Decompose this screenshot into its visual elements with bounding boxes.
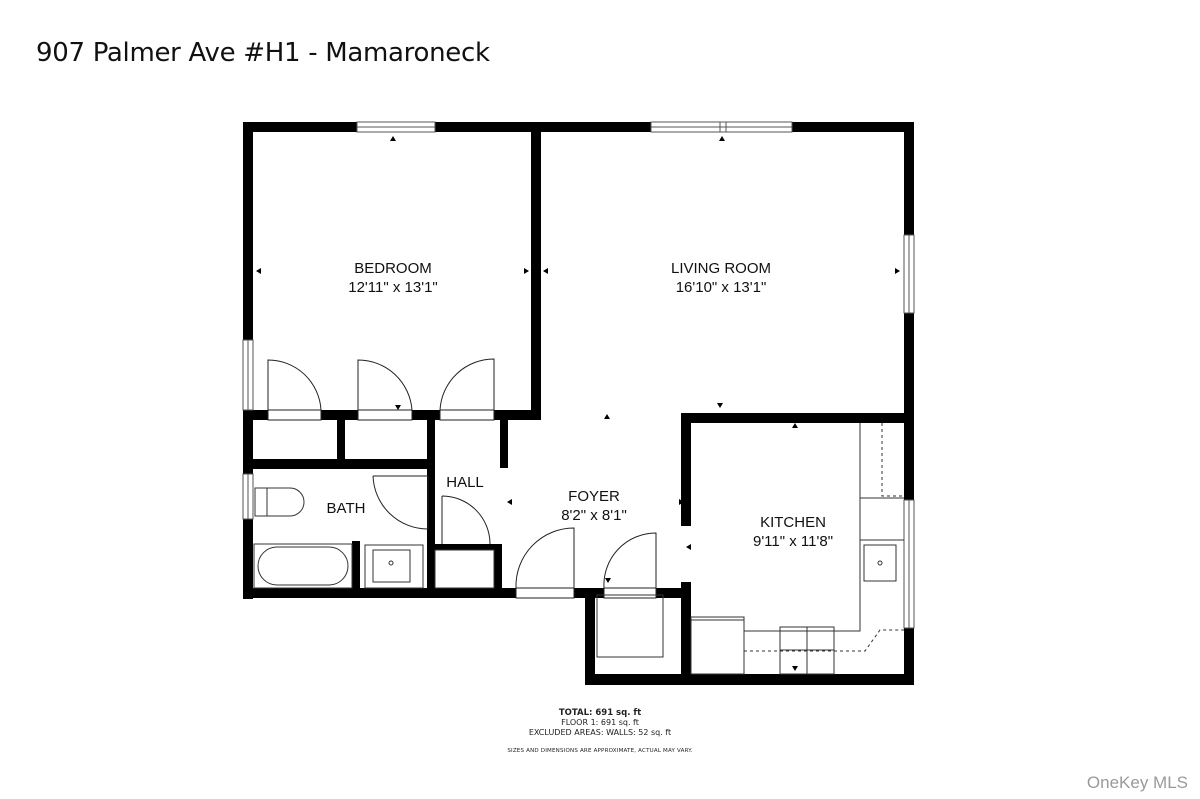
walls: [243, 122, 914, 685]
fixtures: [253, 423, 904, 675]
room-name: FOYER: [568, 488, 620, 505]
room-living-room: LIVING ROOM 16'10" x 13'1": [671, 259, 771, 297]
room-name: LIVING ROOM: [670, 260, 772, 277]
room-name: BEDROOM: [354, 260, 432, 277]
room-dims: 8'2" x 8'1": [561, 507, 627, 524]
room-foyer: FOYER 8'2" x 8'1": [561, 487, 627, 525]
room-bath: BATH: [327, 499, 366, 518]
room-dims: 9'11" x 11'8": [752, 533, 834, 550]
room-dims: 16'10" x 13'1": [675, 279, 767, 296]
room-dims: 12'11" x 13'1": [348, 279, 438, 296]
windows: [242, 121, 915, 629]
doors: [267, 358, 657, 599]
direction-markers: [256, 136, 900, 671]
total-area: TOTAL: 691 sq. ft: [558, 708, 642, 718]
disclaimer: SIZES AND DIMENSIONS ARE APPROXIMATE, AC…: [507, 748, 693, 754]
floor-area: FLOOR 1: 691 sq. ft: [561, 718, 639, 727]
room-name: HALL: [446, 474, 484, 491]
excluded-area: EXCLUDED AREAS: WALLS: 52 sq. ft: [528, 728, 672, 737]
room-name: KITCHEN: [760, 514, 826, 531]
room-hall: HALL: [446, 473, 484, 492]
page-title: 907 Palmer Ave #H1 - Mamaroneck: [36, 38, 490, 68]
area-summary: TOTAL: 691 sq. ft FLOOR 1: 691 sq. ft EX…: [507, 708, 692, 756]
room-name: BATH: [326, 500, 366, 517]
room-kitchen: KITCHEN 9'11" x 11'8": [753, 513, 833, 551]
watermark: OneKey MLS: [1086, 773, 1188, 792]
room-bedroom: BEDROOM 12'11" x 13'1": [348, 259, 438, 297]
